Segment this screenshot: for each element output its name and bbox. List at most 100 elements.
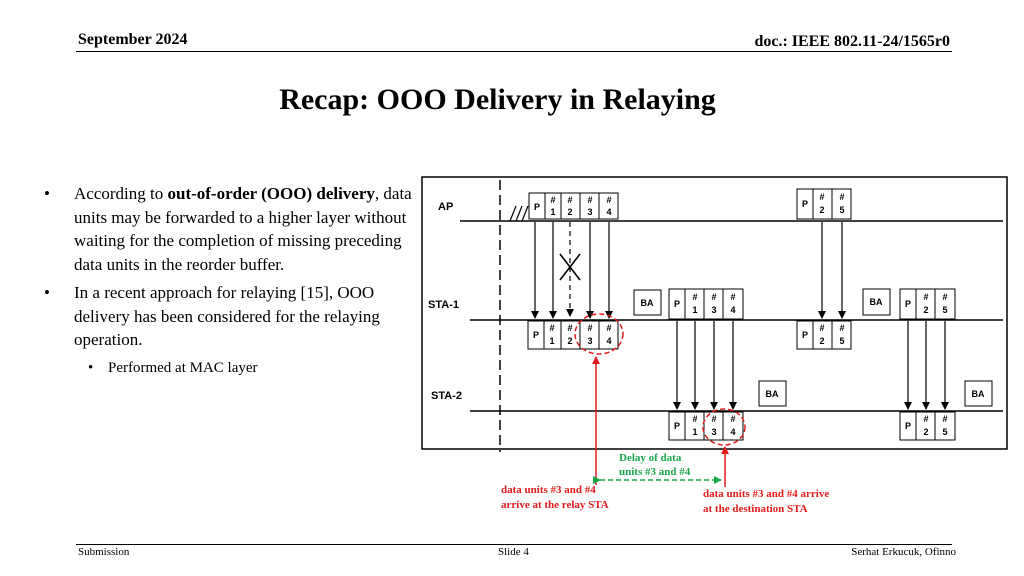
svg-text:5: 5 bbox=[839, 205, 844, 215]
svg-text:P: P bbox=[674, 299, 680, 309]
svg-text:#: # bbox=[730, 292, 735, 302]
svg-text:4: 4 bbox=[606, 207, 611, 217]
svg-text:#: # bbox=[839, 192, 844, 202]
destination-arrival-highlight bbox=[702, 408, 746, 446]
svg-text:#: # bbox=[587, 195, 592, 205]
footer-divider bbox=[76, 544, 952, 545]
sta2-ba-1: BA bbox=[758, 380, 787, 407]
medium-busy-hatch bbox=[509, 205, 529, 222]
svg-text:P: P bbox=[802, 199, 808, 209]
svg-text:BA: BA bbox=[641, 298, 654, 308]
svg-text:#: # bbox=[550, 195, 555, 205]
svg-text:1: 1 bbox=[550, 207, 555, 217]
svg-text:#: # bbox=[549, 323, 554, 333]
destination-arrival-label-line2: at the destination STA bbox=[703, 503, 808, 515]
sub-bullet-mac-layer: • Performed at MAC layer bbox=[36, 357, 416, 381]
sta1-ba-1: BA bbox=[633, 289, 662, 316]
bullet-dot: • bbox=[88, 359, 94, 376]
svg-text:#: # bbox=[942, 292, 947, 302]
sta1-ba-2: BA bbox=[862, 288, 891, 316]
sta2-ba-2: BA bbox=[964, 380, 993, 407]
svg-text:1: 1 bbox=[692, 427, 697, 437]
lost-frame-dashed-arrow bbox=[559, 222, 581, 317]
svg-text:2: 2 bbox=[923, 427, 928, 437]
svg-text:2: 2 bbox=[819, 205, 824, 215]
relay-arrival-label-line1: data units #3 and #4 bbox=[501, 484, 596, 496]
bullet-text-end: , data units may be forwarded to a highe… bbox=[74, 184, 412, 274]
svg-text:BA: BA bbox=[972, 389, 985, 399]
sta1-to-sta2-arrows bbox=[673, 321, 949, 410]
svg-text:1: 1 bbox=[692, 305, 697, 315]
bullet-dot: • bbox=[44, 283, 50, 302]
footer-slide-number: Slide 4 bbox=[498, 546, 529, 558]
sta2-received-frame-1: P # 1 # 3 # 4 bbox=[668, 411, 744, 441]
svg-text:2: 2 bbox=[819, 336, 824, 346]
bullet-text: In a recent approach for relaying [15], … bbox=[74, 283, 380, 349]
svg-text:#: # bbox=[692, 414, 697, 424]
svg-text:2: 2 bbox=[567, 336, 572, 346]
svg-text:#: # bbox=[819, 192, 824, 202]
station-label-ap: AP bbox=[438, 201, 453, 213]
svg-text:#: # bbox=[711, 414, 716, 424]
svg-text:P: P bbox=[534, 202, 540, 212]
svg-text:4: 4 bbox=[730, 305, 735, 315]
svg-text:3: 3 bbox=[711, 305, 716, 315]
diagram-frame bbox=[421, 176, 1008, 450]
svg-text:5: 5 bbox=[839, 336, 844, 346]
svg-text:P: P bbox=[905, 421, 911, 431]
svg-text:#: # bbox=[587, 323, 592, 333]
svg-text:BA: BA bbox=[766, 389, 779, 399]
delay-label-line1: Delay of data bbox=[619, 452, 682, 464]
sta1-received-frame-2: P # 2 # 5 bbox=[796, 320, 852, 350]
delay-label-line2: units #3 and #4 bbox=[619, 466, 691, 478]
svg-text:3: 3 bbox=[587, 336, 592, 346]
bullet-relaying: • In a recent approach for relaying [15]… bbox=[36, 281, 416, 352]
ap-frame-1: P # 1 # 2 # 3 # 4 bbox=[528, 192, 619, 220]
svg-text:#: # bbox=[942, 414, 947, 424]
header-date: September 2024 bbox=[78, 31, 188, 48]
svg-text:4: 4 bbox=[730, 427, 735, 437]
sta1-received-frame-1: P # 1 # 2 # 3 # 4 bbox=[527, 320, 619, 350]
svg-text:#: # bbox=[567, 195, 572, 205]
bullet-ooo-definition: • According to out-of-order (OOO) delive… bbox=[36, 182, 416, 276]
sta1-frame-2: P # 2 # 5 bbox=[899, 288, 956, 320]
header-doc-id: doc.: IEEE 802.11-24/1565r0 bbox=[754, 33, 950, 50]
svg-text:4: 4 bbox=[606, 336, 611, 346]
svg-text:2: 2 bbox=[923, 305, 928, 315]
bullet-text-start: According to bbox=[74, 184, 168, 203]
svg-text:1: 1 bbox=[549, 336, 554, 346]
svg-text:P: P bbox=[533, 330, 539, 340]
svg-text:#: # bbox=[730, 414, 735, 424]
sta1-frame-1: P # 1 # 3 # 4 bbox=[668, 288, 744, 320]
station-label-sta2: STA-2 bbox=[431, 390, 462, 402]
svg-text:5: 5 bbox=[942, 427, 947, 437]
sta2-received-frame-2: P # 2 # 5 bbox=[899, 411, 956, 441]
bullet-list: • According to out-of-order (OOO) delive… bbox=[36, 182, 416, 380]
svg-text:#: # bbox=[692, 292, 697, 302]
ap-frame-2: P # 2 # 5 bbox=[796, 188, 852, 220]
svg-text:3: 3 bbox=[711, 427, 716, 437]
destination-arrival-label-line1: data units #3 and #4 arrive bbox=[703, 488, 829, 500]
svg-text:#: # bbox=[606, 323, 611, 333]
sub-bullet-text: Performed at MAC layer bbox=[108, 359, 258, 376]
svg-text:P: P bbox=[905, 299, 911, 309]
svg-text:P: P bbox=[674, 421, 680, 431]
footer-author: Serhat Erkucuk, Ofinno bbox=[851, 546, 956, 558]
svg-text:#: # bbox=[923, 292, 928, 302]
svg-text:5: 5 bbox=[942, 305, 947, 315]
bullet-text-bold: out-of-order (OOO) delivery bbox=[167, 184, 375, 203]
ap-to-sta1-arrows bbox=[531, 222, 846, 319]
svg-text:3: 3 bbox=[587, 207, 592, 217]
header-divider bbox=[76, 51, 952, 52]
svg-text:#: # bbox=[567, 323, 572, 333]
relay-arrival-highlight bbox=[574, 313, 624, 355]
svg-text:2: 2 bbox=[567, 207, 572, 217]
svg-text:#: # bbox=[606, 195, 611, 205]
svg-text:#: # bbox=[711, 292, 716, 302]
svg-text:#: # bbox=[839, 323, 844, 333]
svg-text:P: P bbox=[802, 330, 808, 340]
relay-arrival-label-line2: arrive at the relay STA bbox=[501, 499, 609, 511]
svg-text:#: # bbox=[923, 414, 928, 424]
svg-text:#: # bbox=[819, 323, 824, 333]
